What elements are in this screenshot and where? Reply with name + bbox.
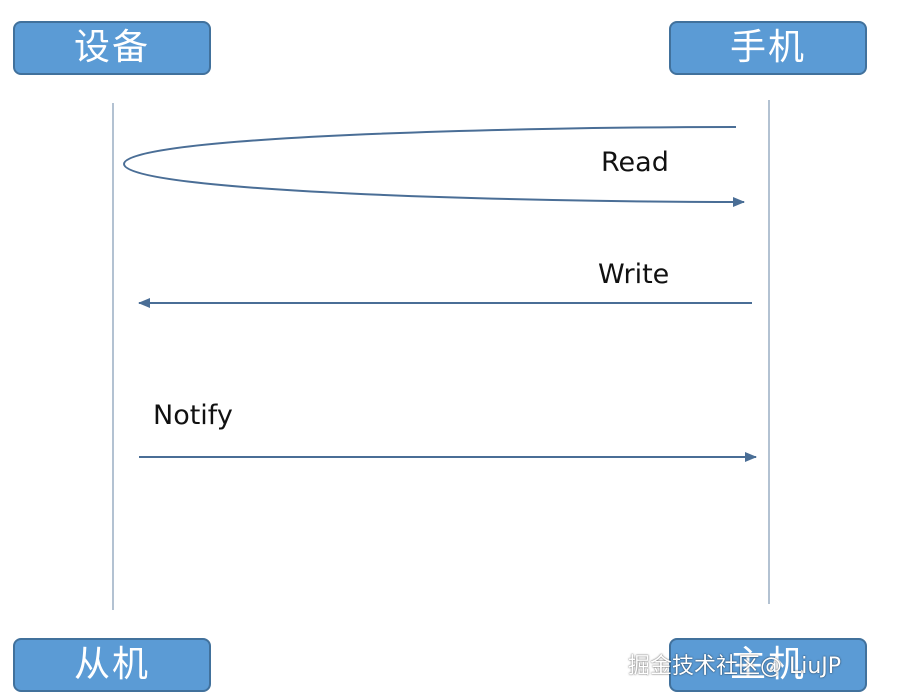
notify-label: Notify [153, 400, 233, 431]
read-label: Read [601, 147, 669, 178]
write-label: Write [598, 259, 670, 290]
actor-phone: 手机 [669, 21, 867, 75]
actor-master: 主机 [669, 638, 867, 692]
actor-slave: 从机 [13, 638, 211, 692]
watermark-text: 掘金技术社区@ LiuJP [628, 654, 842, 679]
read-arrow [122, 126, 745, 207]
actor-device: 设备 [13, 21, 211, 75]
